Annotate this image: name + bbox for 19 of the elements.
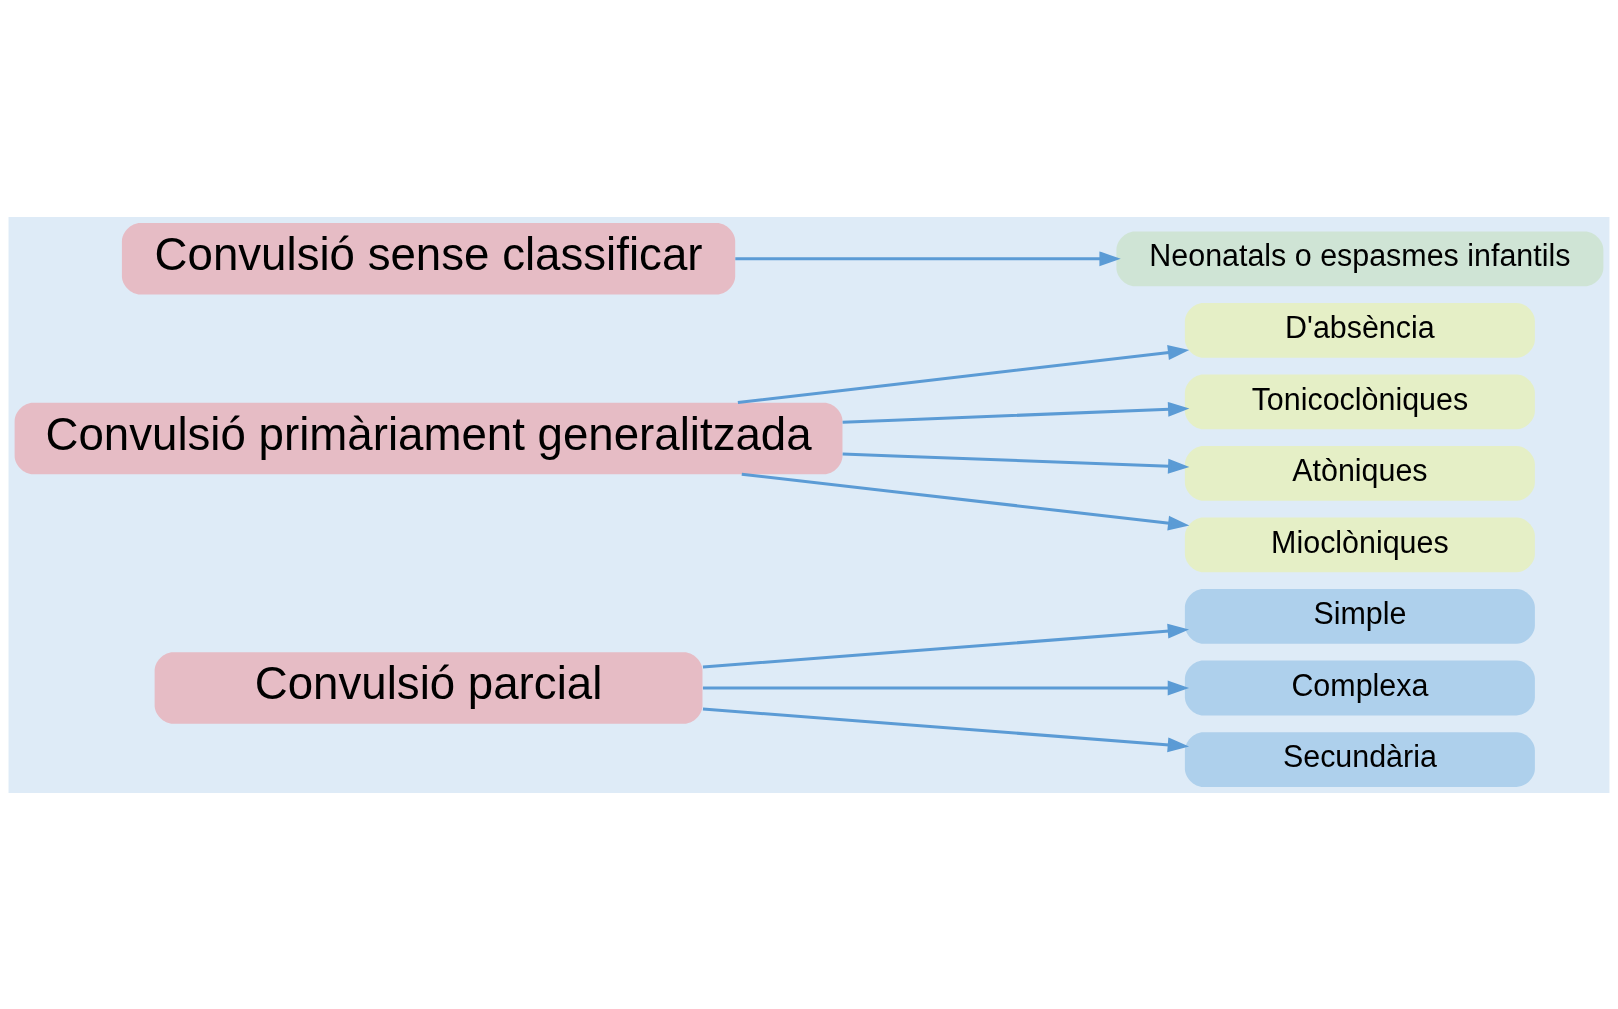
arrow bbox=[702, 623, 1190, 668]
arrow bbox=[737, 344, 1190, 404]
arrow bbox=[702, 707, 1190, 752]
arrow bbox=[842, 451, 1190, 474]
node-box: D'absència bbox=[1184, 302, 1535, 358]
node-box: Complexa bbox=[1184, 660, 1535, 715]
node-box: Mioclòniques bbox=[1184, 517, 1535, 572]
node-box: Tonicoclòniques bbox=[1184, 374, 1535, 429]
node-box: Convulsió primàriament generalitzada bbox=[14, 402, 843, 474]
node-box: Simple bbox=[1184, 588, 1535, 644]
node-box: Convulsió parcial bbox=[154, 651, 703, 724]
arrow bbox=[842, 401, 1190, 424]
node-box: Convulsió sense classificar bbox=[121, 222, 736, 295]
arrow bbox=[735, 250, 1121, 266]
node-box: Secundària bbox=[1184, 731, 1535, 787]
arrow bbox=[741, 472, 1190, 531]
node-box: Atòniques bbox=[1184, 445, 1535, 501]
arrow bbox=[702, 680, 1190, 695]
node-box: Neonatals o espasmes infantils bbox=[1116, 230, 1604, 286]
